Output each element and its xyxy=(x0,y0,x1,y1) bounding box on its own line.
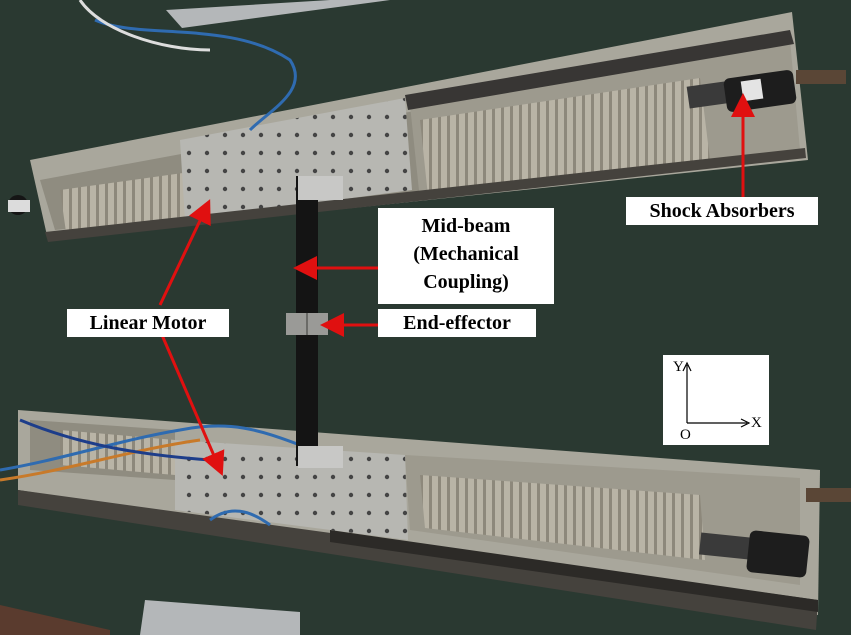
linear-motor-label: Linear Motor xyxy=(67,309,229,337)
aluminium-profile-bottom xyxy=(0,600,300,635)
aluminium-profile-top xyxy=(166,0,390,28)
axes-arrows-icon xyxy=(682,361,751,428)
mid-beam-label-line1: Mid-beam xyxy=(421,215,511,237)
mid-beam-label: Mid-beam (Mechanical Coupling) xyxy=(378,208,554,304)
shock-absorber-bottom xyxy=(698,488,851,578)
axis-origin-label: O xyxy=(680,427,691,443)
end-effector-label: End-effector xyxy=(378,309,536,337)
cable-harness xyxy=(0,0,301,527)
bottom-linear-axis xyxy=(18,410,820,630)
axis-x-label: X xyxy=(751,415,762,431)
mid-beam-label-line2: (Mechanical xyxy=(413,243,519,265)
shock-absorbers-label: Shock Absorbers xyxy=(626,197,818,225)
end-block-top-left xyxy=(8,195,30,215)
coordinate-axes-inset: Y X O xyxy=(663,355,769,445)
mid-beam-label-line3: Coupling) xyxy=(423,271,509,293)
top-linear-axis xyxy=(30,12,808,242)
arrow-linear-motor-bottom xyxy=(160,334,225,477)
axis-y-label: Y xyxy=(673,359,684,375)
annotation-arrows xyxy=(158,93,755,477)
end-effector-block xyxy=(286,313,328,335)
arrow-linear-motor-top xyxy=(158,199,211,306)
